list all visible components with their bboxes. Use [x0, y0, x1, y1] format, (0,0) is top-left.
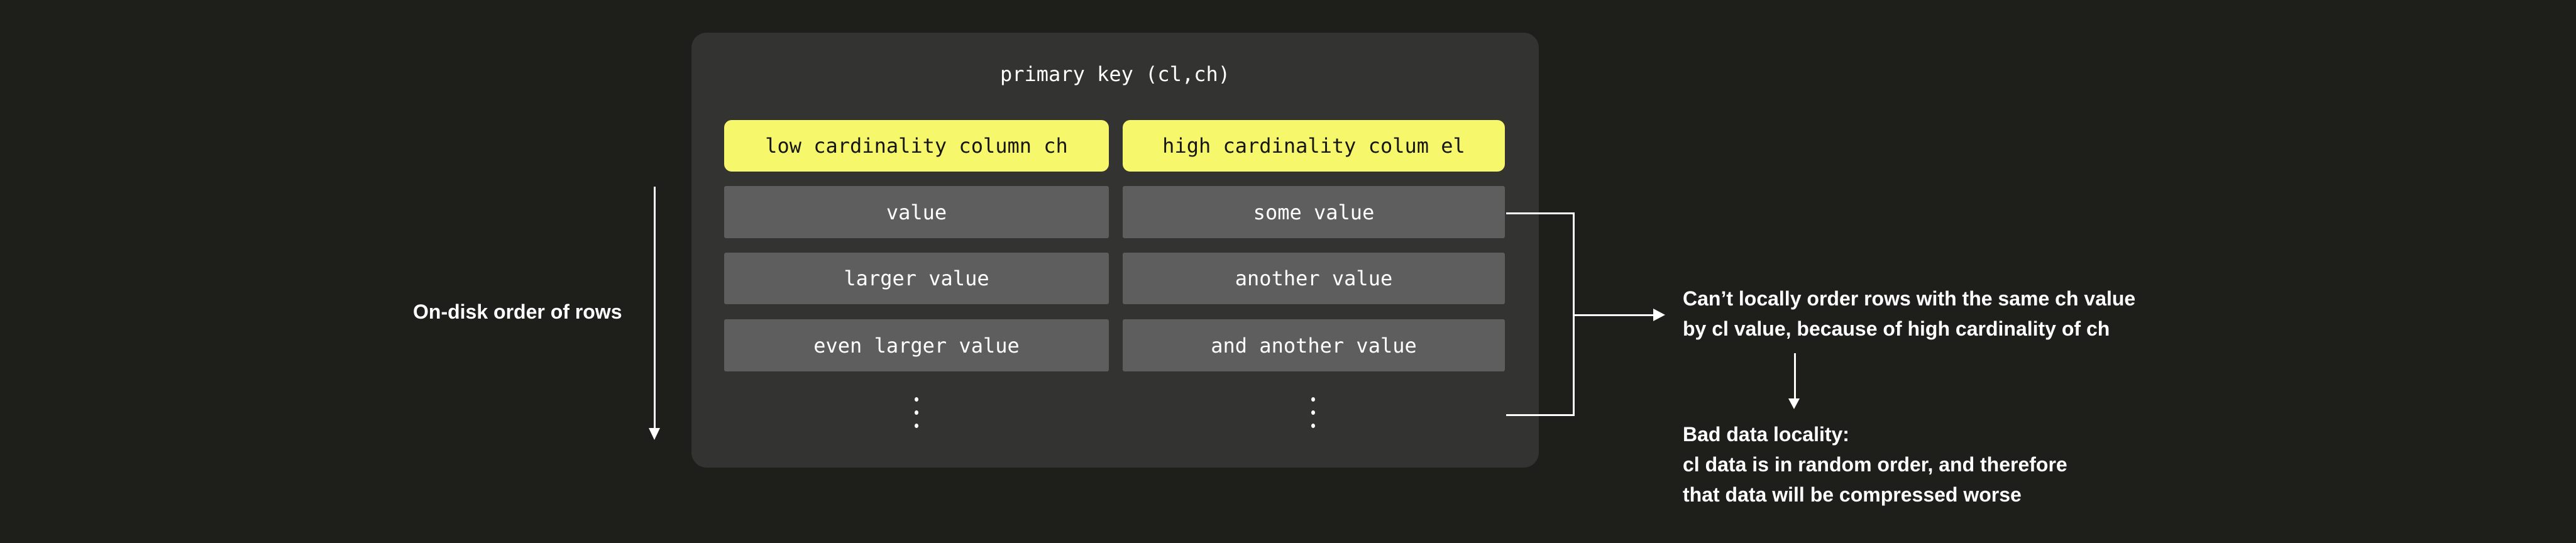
table-cell-row1-right: some value	[1123, 186, 1505, 238]
bracket-arrow-right-icon	[1653, 309, 1665, 321]
bracket-top-line	[1506, 212, 1575, 214]
bracket-bottom-line	[1506, 414, 1575, 416]
header-low-cardinality-column: low cardinality column ch	[724, 120, 1109, 172]
note-bad-locality-line1: Bad data locality:	[1683, 423, 1849, 446]
note-cant-order: Can’t locally order rows with the same c…	[1683, 283, 2135, 344]
note-bad-locality: Bad data locality: cl data is in random …	[1683, 419, 2067, 510]
note-connector-arrow-down-icon	[1788, 398, 1800, 409]
note-cant-order-line2: by cl value, because of high cardinality…	[1683, 317, 2110, 340]
on-disk-order-label: On-disk order of rows	[413, 300, 622, 323]
note-bad-locality-line2: cl data is in random order, and therefor…	[1683, 453, 2067, 476]
table-cell-row2-right: another value	[1123, 253, 1505, 304]
dot	[915, 410, 918, 415]
primary-key-panel: primary key (cl,ch) low cardinality colu…	[691, 33, 1539, 468]
dot	[1311, 424, 1315, 428]
panel-title: primary key (cl,ch)	[999, 62, 1231, 86]
ellipsis-right-icon	[1311, 397, 1315, 428]
table-cell-row3-left: even larger value	[724, 319, 1109, 371]
header-high-cardinality-column: high cardinality colum el	[1123, 120, 1505, 172]
on-disk-order-arrow-line	[654, 187, 656, 429]
note-bad-locality-line3: that data will be compressed worse	[1683, 483, 2022, 506]
dot	[1311, 397, 1315, 402]
dot	[915, 424, 918, 428]
note-cant-order-line1: Can’t locally order rows with the same c…	[1683, 287, 2136, 310]
table-cell-row2-left: larger value	[724, 253, 1109, 304]
dot	[915, 397, 918, 402]
note-connector-arrow-line	[1794, 353, 1796, 400]
dot	[1311, 410, 1315, 415]
table-cell-row3-right: and another value	[1123, 319, 1505, 371]
ellipsis-left-icon	[915, 397, 918, 428]
bracket-arrow-line	[1575, 314, 1654, 316]
bracket-vertical-line	[1573, 212, 1575, 416]
table-cell-row1-left: value	[724, 186, 1109, 238]
on-disk-order-arrow-down-icon	[649, 428, 660, 440]
